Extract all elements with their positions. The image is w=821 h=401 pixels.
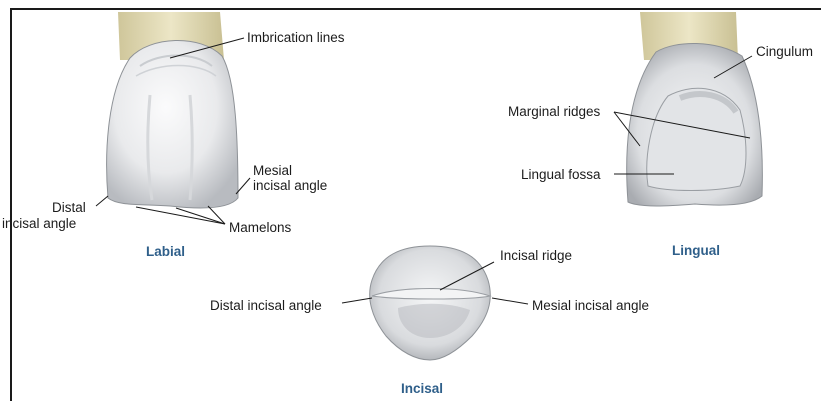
label-mamelons: Mamelons: [229, 220, 291, 235]
labial-tooth: [107, 12, 238, 208]
incisal-tooth: [370, 246, 491, 360]
view-label-lingual: Lingual: [672, 243, 720, 258]
lingual-tooth: [627, 12, 763, 206]
leader-distal-labial: [96, 196, 108, 206]
view-label-incisal: Incisal: [401, 381, 443, 396]
label-lingual-fossa: Lingual fossa: [521, 167, 601, 182]
leader-distal-incisal: [342, 298, 372, 303]
label-distal-incisal-angle-1: Distal: [52, 200, 86, 215]
label-cingulum: Cingulum: [756, 44, 813, 59]
label-mesial-incisal-angle-1: Mesial: [253, 163, 292, 178]
label-incisal-ridge: Incisal ridge: [500, 248, 572, 263]
leader-mesial-incisal: [492, 298, 528, 304]
incisal-outline: [370, 246, 491, 360]
view-label-labial: Labial: [146, 244, 185, 259]
label-imbrication-lines: Imbrication lines: [247, 30, 345, 45]
label-marginal-ridges: Marginal ridges: [508, 104, 600, 119]
label-distal-incisal-angle-2: incisal angle: [2, 216, 76, 231]
label-mesial-incisal-angle-2: incisal angle: [253, 178, 327, 193]
label-mesial-incisal-angle-incisal: Mesial incisal angle: [532, 298, 649, 313]
label-distal-incisal-angle-incisal: Distal incisal angle: [210, 298, 322, 313]
